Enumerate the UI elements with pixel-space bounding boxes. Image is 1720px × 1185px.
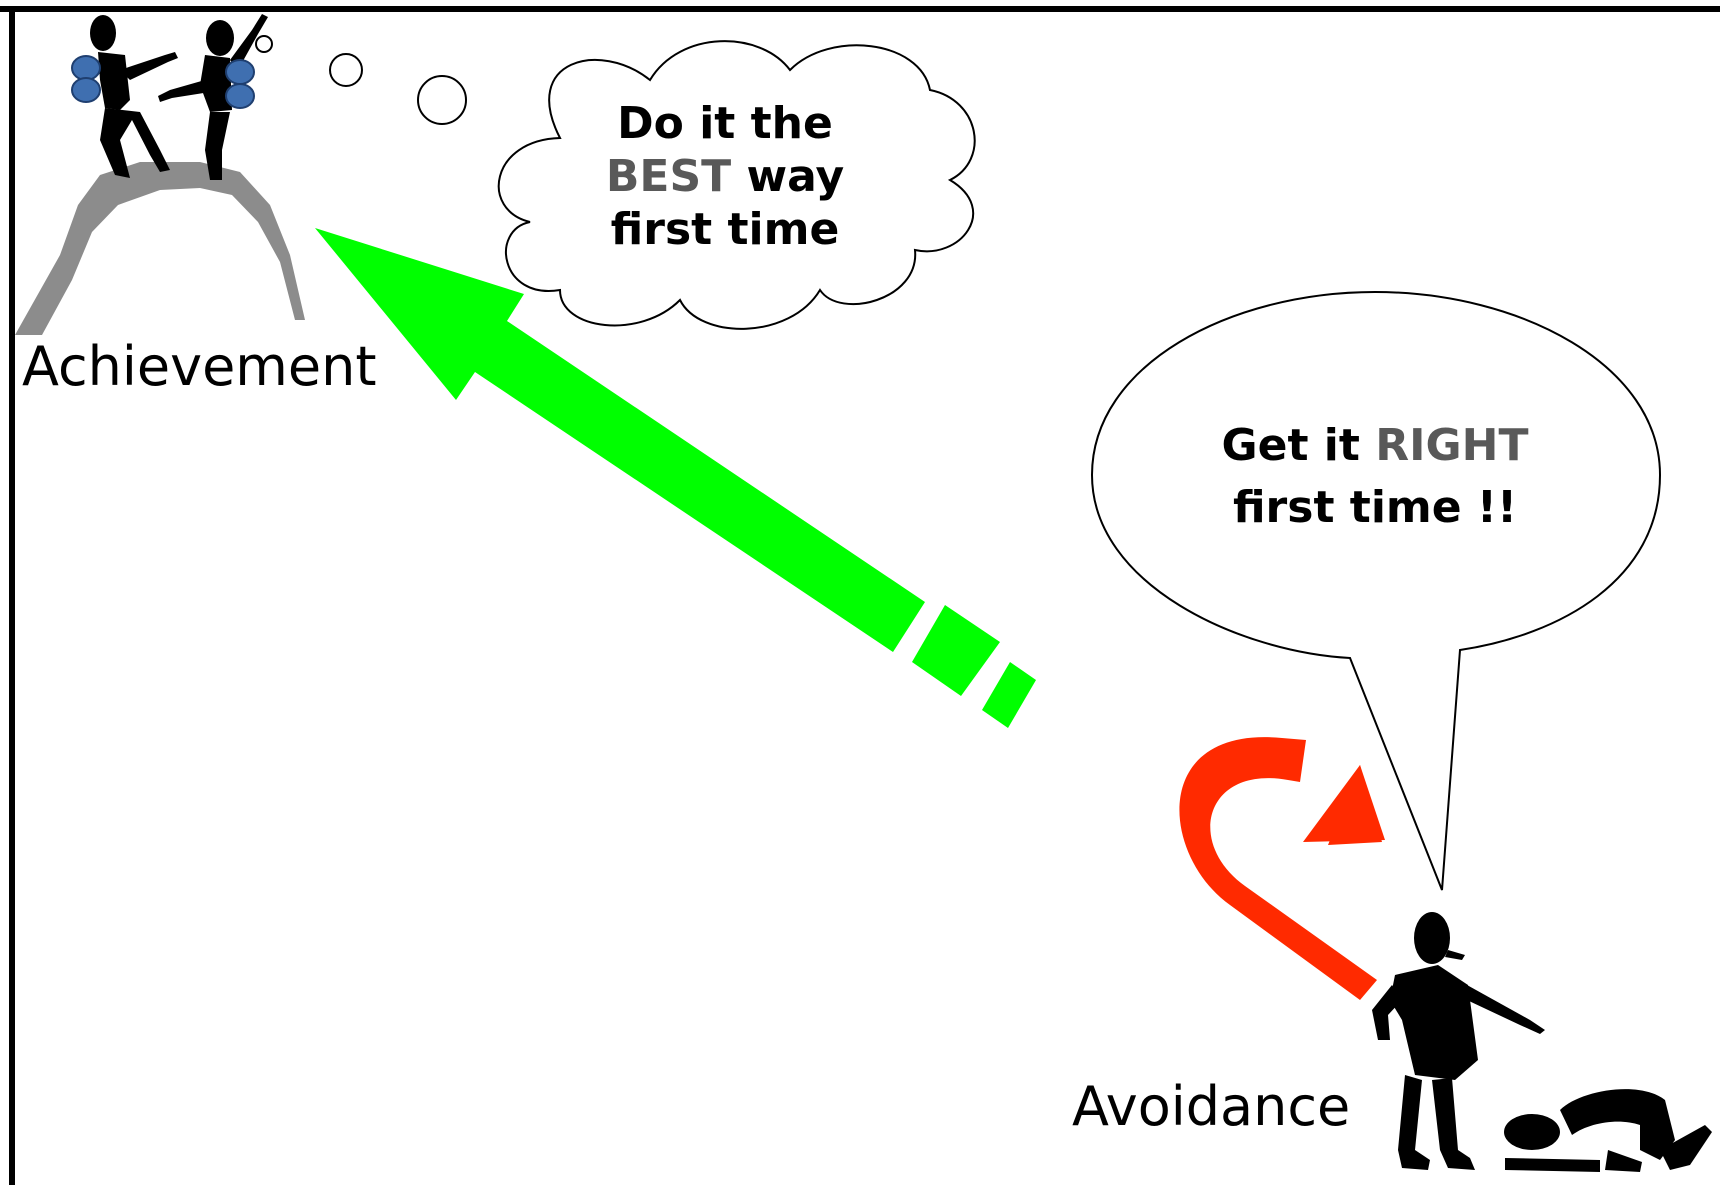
- speech-line-1-pre: Get it: [1221, 420, 1360, 471]
- thought-bubble-text: Do it the BEST way first time: [560, 98, 890, 256]
- thought-bubble: [497, 40, 976, 330]
- thought-highlight-best: BEST: [605, 150, 732, 202]
- speech-bubble: [1090, 290, 1662, 891]
- backpack-icons: [71, 55, 255, 109]
- mountain-illustration: [15, 162, 305, 335]
- frame: [0, 6, 1720, 1185]
- thought-line-1: Do it the: [617, 98, 833, 149]
- speech-bubble-text: Get it RIGHT first time !!: [1140, 415, 1610, 540]
- manager-figure: [1372, 912, 1545, 1170]
- crawling-figure: [1504, 1089, 1712, 1172]
- hikers-illustration: [90, 14, 268, 180]
- thought-line-2: BEST way: [560, 151, 890, 204]
- thought-line-3: first time: [610, 203, 840, 255]
- thought-trail-circles: [255, 35, 467, 125]
- speech-line-2: first time !!: [1232, 482, 1518, 534]
- red-arrow-head: [1328, 765, 1382, 845]
- green-arrow: [315, 228, 1036, 728]
- speech-line-1: Get it RIGHT: [1140, 415, 1610, 477]
- achievement-label: Achievement: [22, 335, 377, 398]
- thought-line-2-rest: way: [746, 150, 845, 202]
- avoidance-label: Avoidance: [1072, 1075, 1351, 1138]
- red-uturn-arrow: [1179, 737, 1385, 1000]
- speech-highlight-right: RIGHT: [1375, 420, 1529, 471]
